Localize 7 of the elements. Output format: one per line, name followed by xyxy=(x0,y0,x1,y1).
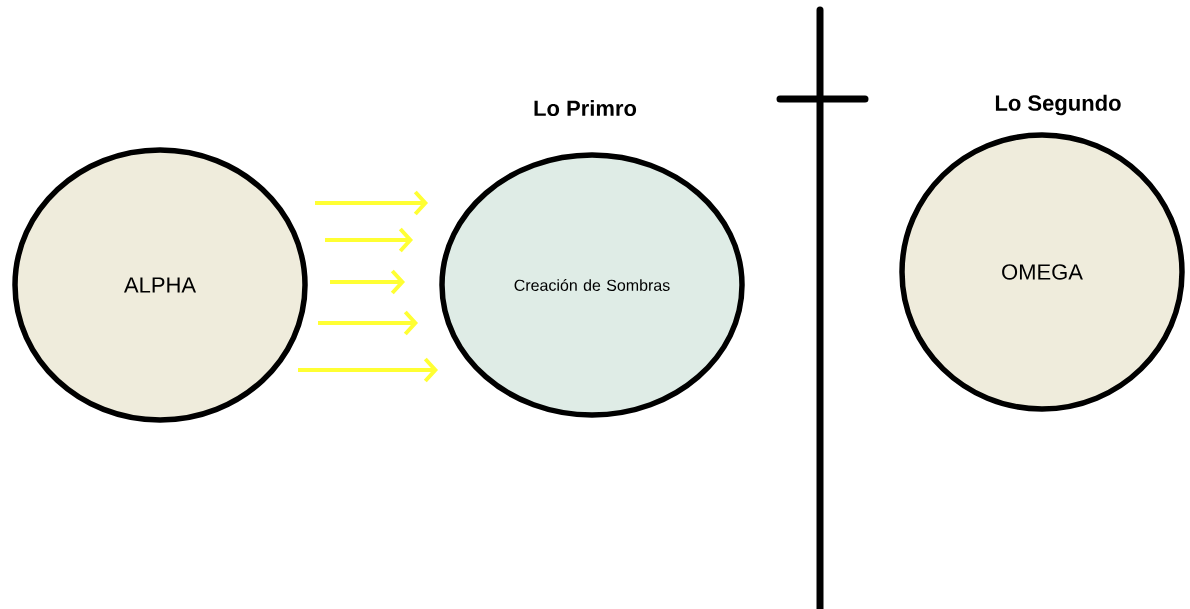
arrow xyxy=(330,269,405,295)
arrow xyxy=(298,357,438,383)
heading: Lo Primro xyxy=(534,99,637,117)
heading: Lo Segundo xyxy=(995,94,1121,116)
arrow xyxy=(318,310,418,336)
arrow xyxy=(325,227,413,253)
arrow xyxy=(315,190,428,216)
